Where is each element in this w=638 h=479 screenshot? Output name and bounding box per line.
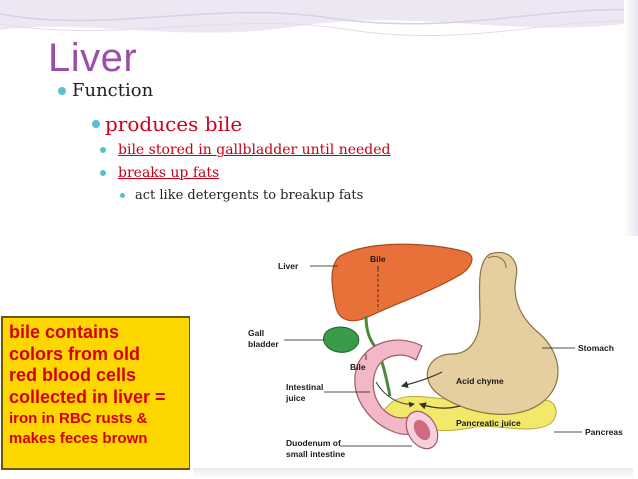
label-pancreatic-juice: Pancreatic juice (456, 418, 521, 428)
gallbladder-illustration (323, 326, 360, 353)
slide-title: Liver (48, 36, 138, 80)
callout-line: red blood cells (9, 365, 137, 386)
callout-line: collected in liver = (9, 386, 166, 407)
label-juice: juice (285, 393, 306, 403)
label-bile-mid: Bile (350, 362, 366, 372)
label-gall: Gall (248, 328, 264, 338)
liver-illustration (331, 243, 473, 322)
label-small-intestine: small intestine (286, 449, 345, 459)
bullet-breaks-up-fats: breaks up fats (100, 165, 219, 181)
label-liver: Liver (278, 261, 299, 271)
bullet-detergents: act like detergents to breakup fats (120, 188, 363, 203)
callout-line: bile contains (9, 322, 120, 342)
label-stomach: Stomach (578, 343, 614, 353)
bullet-produces-bile: produces bile (92, 112, 242, 136)
callout-line: iron in RBC rusts & (9, 410, 148, 428)
bullet-dot-icon (92, 120, 100, 128)
label-bile-top: Bile (370, 254, 386, 264)
label-duodenum: Duodenum of (286, 438, 341, 448)
digestive-anatomy-diagram: Liver Bile Gall bladder Bile Intestinal … (190, 236, 638, 479)
bullet-function: Function (58, 80, 153, 101)
label-intestinal: Intestinal (286, 382, 323, 392)
callout-line: makes feces brown (9, 430, 148, 448)
bullet-dot-icon (100, 170, 106, 176)
bullet-bile-stored: bile stored in gallbladder until needed (100, 142, 391, 158)
bullet-bile-stored-text: bile stored in gallbladder until needed (118, 142, 391, 158)
bullet-breaks-up-fats-text: breaks up fats (118, 165, 220, 181)
diagram-shadow (193, 468, 633, 478)
bullet-dot-icon (58, 86, 66, 95)
label-bladder: bladder (248, 339, 279, 349)
bullet-dot-icon (120, 193, 125, 198)
callout-line: colors from old (9, 343, 141, 364)
bullet-produces-bile-text: produces bile (105, 112, 243, 136)
header-swirl-decoration (0, 0, 638, 37)
bullet-detergents-text: act like detergents to breakup fats (135, 188, 364, 203)
bile-callout-box: bile contains colors from old red blood … (1, 316, 191, 470)
bullet-function-text: Function (72, 80, 154, 101)
label-pancreas: Pancreas (585, 427, 623, 437)
stomach-illustration (426, 251, 559, 415)
bullet-dot-icon (100, 147, 106, 153)
label-acid-chyme: Acid chyme (456, 376, 504, 386)
